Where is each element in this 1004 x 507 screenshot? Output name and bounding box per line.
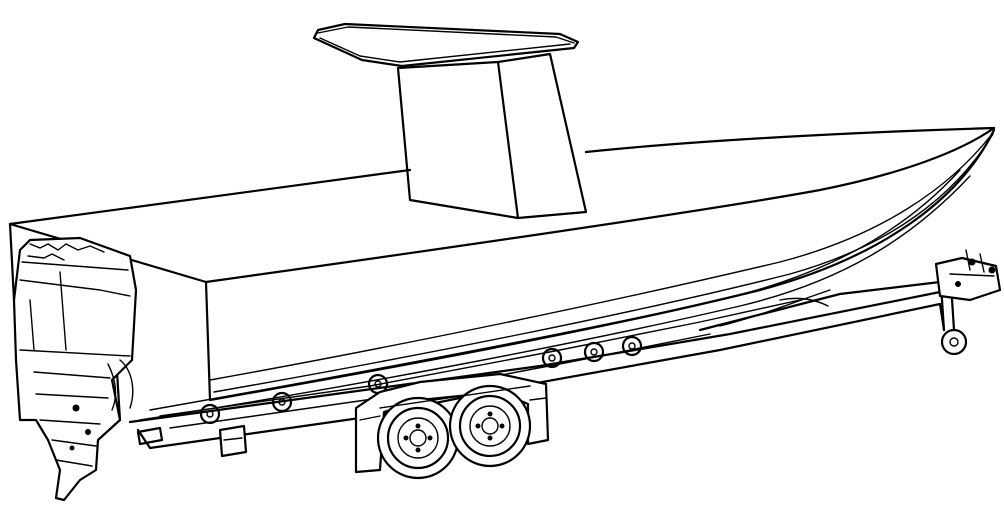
trailer-wheels [376,384,532,480]
outboard-motor [12,236,138,502]
t-top-canopy [312,22,588,220]
winch-stand [934,249,1002,356]
boat-deck [8,126,996,402]
